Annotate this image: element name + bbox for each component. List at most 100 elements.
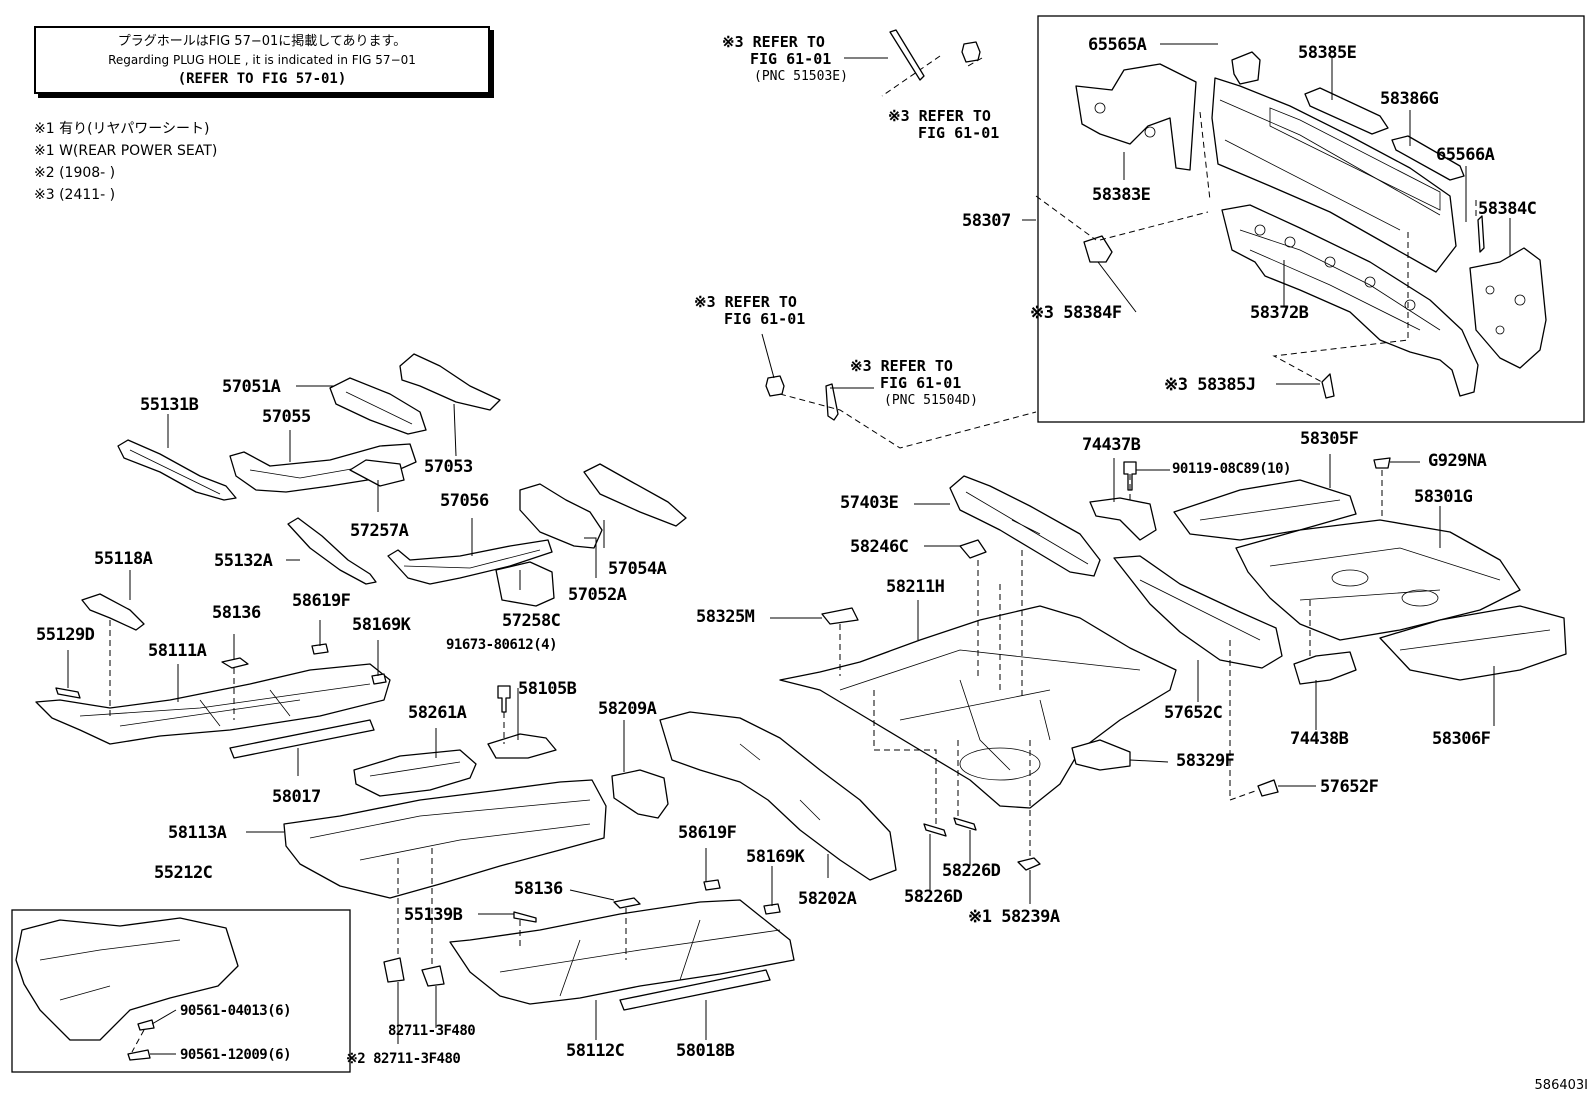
part-label[interactable]: 58306F xyxy=(1432,729,1491,749)
part-label[interactable]: 58325M xyxy=(696,607,755,627)
part-label[interactable]: 55132A xyxy=(214,551,273,571)
pad-58169kb xyxy=(763,903,781,915)
part-label[interactable]: 90561-04013(6) xyxy=(180,1003,292,1019)
reinforcement-58385e xyxy=(1304,87,1389,135)
rear-panel-group-frame xyxy=(1037,15,1585,423)
part-label[interactable]: 58386G xyxy=(1380,89,1439,109)
bracket-58246c xyxy=(959,539,987,559)
figure-reference-3[interactable]: ※3 REFER TO FIG 61-01 xyxy=(694,294,805,328)
part-label[interactable]: 57258C xyxy=(502,611,561,631)
part-label[interactable]: 58384C xyxy=(1478,199,1537,219)
part-label[interactable]: 58136 xyxy=(514,879,563,899)
member-57052a xyxy=(519,483,603,549)
part-label[interactable]: 58372B xyxy=(1250,303,1309,323)
reference-figure: FIG 61-01 xyxy=(724,310,806,328)
part-label[interactable]: 58105B xyxy=(518,679,577,699)
floor-pan-58111a xyxy=(35,663,391,745)
part-label[interactable]: 57051A xyxy=(222,377,281,397)
part-label[interactable]: 58619F xyxy=(292,591,351,611)
part-label[interactable]: 58202A xyxy=(798,889,857,909)
part-label[interactable]: 58226D xyxy=(904,887,963,907)
reference-pnc: (PNC 51503E) xyxy=(754,69,848,84)
note-english: Regarding PLUG HOLE , it is indicated in… xyxy=(108,53,416,67)
part-label[interactable]: 65566A xyxy=(1436,145,1495,165)
part-label[interactable]: 55139B xyxy=(404,905,463,925)
part-label[interactable]: 58169K xyxy=(746,847,805,867)
part-label[interactable]: 55129D xyxy=(36,625,95,645)
figure-reference-1[interactable]: ※3 REFER TO FIG 61-01 (PNC 51503E) xyxy=(722,34,848,85)
part-label[interactable]: 57652F xyxy=(1320,777,1379,797)
silencer-inset-frame xyxy=(11,909,351,1073)
part-label[interactable]: 91673-80612(4) xyxy=(446,637,558,653)
part-label[interactable]: 58112C xyxy=(566,1041,625,1061)
panel-58305f xyxy=(1173,479,1357,541)
pad-58619fa xyxy=(311,643,329,655)
part-label[interactable]: 74437B xyxy=(1082,435,1141,455)
pad-58619fb xyxy=(703,879,721,891)
bracket-74437b xyxy=(1089,497,1157,541)
part-label[interactable]: 58111A xyxy=(148,641,207,661)
part-label[interactable]: 57056 xyxy=(440,491,489,511)
legend-line: ※2 (1908- ) xyxy=(34,165,116,181)
part-label[interactable]: 57403E xyxy=(840,493,899,513)
part-label[interactable]: 58619F xyxy=(678,823,737,843)
reference-line: ※3 REFER TO xyxy=(722,33,825,51)
part-label[interactable]: 58329F xyxy=(1176,751,1235,771)
part-label[interactable]: 58211H xyxy=(886,577,945,597)
part-label[interactable]: 90561-12009(6) xyxy=(180,1047,292,1063)
part-label[interactable]: 58169K xyxy=(352,615,411,635)
part-label[interactable]: ※3 58384F xyxy=(1030,303,1122,323)
part-label[interactable]: ※1 58239A xyxy=(968,907,1060,927)
part-label[interactable]: 58307 xyxy=(962,211,1011,231)
reference-line: ※3 REFER TO xyxy=(850,357,953,375)
part-label[interactable]: 58226D xyxy=(942,861,1001,881)
part-label[interactable]: 58385E xyxy=(1298,43,1357,63)
part-label[interactable]: 58018B xyxy=(676,1041,735,1061)
panel-58261a xyxy=(353,749,477,797)
part-label[interactable]: 58017 xyxy=(272,787,321,807)
part-label[interactable]: 55212C xyxy=(154,863,213,883)
part-label[interactable]: 57652C xyxy=(1164,703,1223,723)
reference-figure: FIG 61-01 xyxy=(750,50,832,68)
gusset-58383e xyxy=(1075,63,1197,171)
part-label[interactable]: ※3 58385J xyxy=(1164,375,1256,395)
part-label[interactable]: 58209A xyxy=(598,699,657,719)
note-reference: (REFER TO FIG 57-01) xyxy=(177,71,347,87)
part-label[interactable]: ※2 82711-3F480 xyxy=(346,1051,461,1067)
part-label[interactable]: 58113A xyxy=(168,823,227,843)
part-label[interactable]: G929NA xyxy=(1428,451,1487,471)
legend-line: ※3 (2411- ) xyxy=(34,187,116,203)
part-label[interactable]: 82711-3F480 xyxy=(388,1023,476,1039)
part-label[interactable]: 90119-08C89(10) xyxy=(1172,461,1291,477)
bracket-55139b xyxy=(513,911,537,923)
member-57051a xyxy=(329,377,427,435)
figure-code: 586403I xyxy=(1534,1078,1588,1093)
part-label[interactable]: 58136 xyxy=(212,603,261,623)
gusset-58384c xyxy=(1469,247,1547,369)
part-label[interactable]: 65565A xyxy=(1088,35,1147,55)
part-label[interactable]: 57052A xyxy=(568,585,627,605)
figure-reference-2[interactable]: ※3 REFER TO FIG 61-01 xyxy=(888,108,999,142)
member-55131b xyxy=(117,439,237,501)
part-label[interactable]: 57257A xyxy=(350,521,409,541)
rear-panel-upper xyxy=(1211,77,1457,273)
part-label[interactable]: 58301G xyxy=(1414,487,1473,507)
bracket-55129d xyxy=(55,687,81,699)
floor-pan-58112c xyxy=(449,899,795,1005)
part-label[interactable]: 57054A xyxy=(608,559,667,579)
figure-reference-4[interactable]: ※3 REFER TO FIG 61-01 (PNC 51504D) xyxy=(850,358,978,409)
footnote-legend: ※1 有り(リヤパワーシート) ※1 W(REAR POWER SEAT) ※2… xyxy=(34,118,217,206)
part-label[interactable]: 57053 xyxy=(424,457,473,477)
part-label[interactable]: 55118A xyxy=(94,549,153,569)
part-label[interactable]: 58305F xyxy=(1300,429,1359,449)
pad-58239a xyxy=(1017,857,1041,871)
member-57257a xyxy=(349,459,405,487)
part-label[interactable]: 74438B xyxy=(1290,729,1349,749)
bracket-58226da xyxy=(923,823,947,837)
part-label[interactable]: 58261A xyxy=(408,703,467,723)
part-label[interactable]: 58383E xyxy=(1092,185,1151,205)
part-label[interactable]: 57055 xyxy=(262,407,311,427)
part-label[interactable]: 58246C xyxy=(850,537,909,557)
part-label[interactable]: 55131B xyxy=(140,395,199,415)
member-57054a xyxy=(583,463,687,527)
